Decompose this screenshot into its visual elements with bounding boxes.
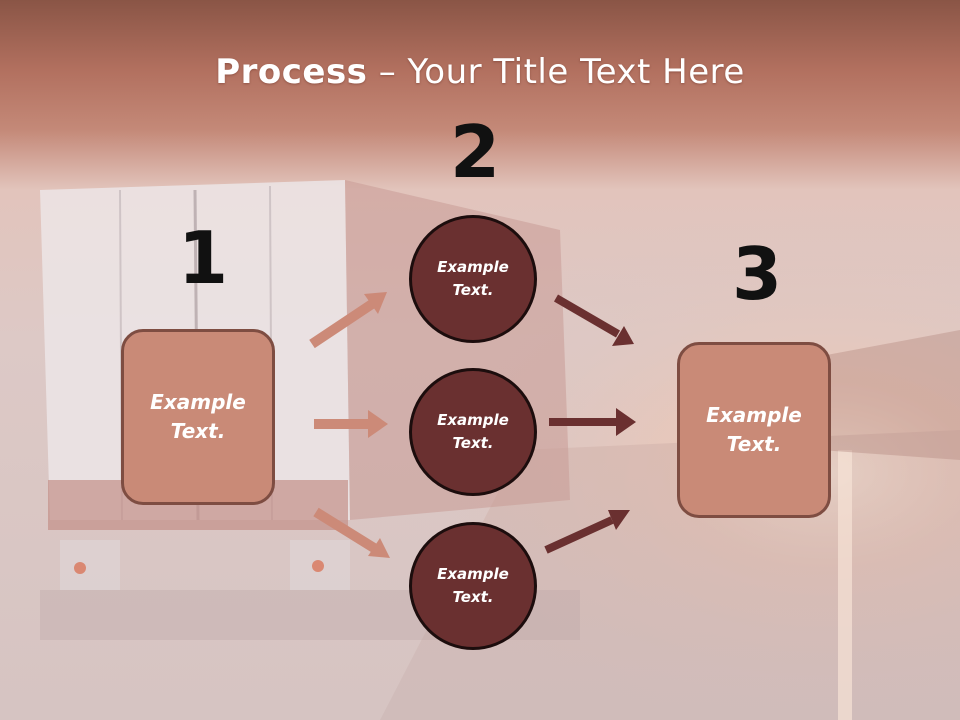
step-number-3: 3 [732,232,783,316]
step-3-line-1: Example [706,403,802,427]
title-rest: – Your Title Text Here [367,52,745,92]
arrow-top-to-box3 [553,294,634,346]
circle-top-line-1: Example [437,258,509,276]
step-1-line-2: Text. [170,419,226,443]
arrow-to-top-circle [309,292,387,349]
step-number-1: 1 [178,216,229,300]
arrow-middle-to-box3 [549,408,636,436]
circle-middle-line-2: Text. [452,434,494,452]
step-1-line-1: Example [150,390,246,414]
circle-top-line-2: Text. [452,281,494,299]
arrow-bottom-to-box3 [544,510,630,554]
circle-bottom-line-2: Text. [452,588,494,606]
title-bold: Process [215,52,368,92]
step-3-line-2: Text. [726,432,782,456]
step-number-2: 2 [450,110,501,194]
arrow-to-bottom-circle [313,507,390,558]
circle-middle-line-1: Example [437,411,509,429]
slide-title: Process – Your Title Text Here [0,52,960,92]
circle-bottom-line-1: Example [437,565,509,583]
arrow-to-middle-circle [314,410,388,438]
